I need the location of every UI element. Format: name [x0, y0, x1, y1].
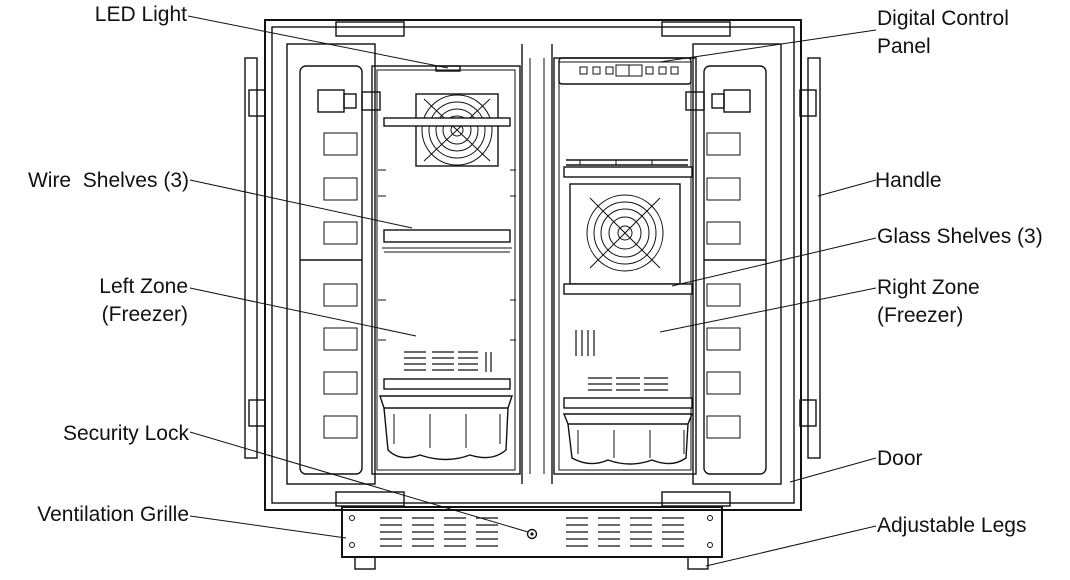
label-security-lock: Security Lock: [63, 422, 190, 445]
label-wire-shelves: Wire Shelves (3): [28, 169, 189, 192]
label-ventilation-grille: Ventilation Grille: [37, 503, 189, 526]
security-lock-keyhole: [526, 528, 538, 540]
right-handle: [799, 57, 821, 459]
adjustable-legs: [354, 556, 709, 570]
label-glass-shelves: Glass Shelves (3): [877, 225, 1043, 248]
label-door: Door: [877, 447, 923, 470]
leader-lines: [187, 15, 877, 567]
right-compartment: [553, 57, 697, 475]
left-door: [286, 43, 381, 485]
digital-control-panel: [558, 57, 692, 85]
label-led-light: LED Light: [95, 3, 187, 26]
label-right-zone-line1: Right Zone: [877, 276, 980, 299]
callout-labels: LED Light Digital Control Panel Wire She…: [28, 3, 1043, 537]
label-digital-control-panel-line1: Digital Control: [877, 7, 1009, 30]
left-compartment: [371, 65, 521, 475]
label-handle: Handle: [875, 169, 942, 192]
ventilation-grille: [341, 506, 723, 558]
label-digital-control-panel-line2: Panel: [877, 35, 931, 58]
cabinet-body: [264, 19, 802, 511]
label-adjustable-legs: Adjustable Legs: [877, 514, 1026, 537]
right-door: [685, 43, 782, 485]
label-left-zone-line1: Left Zone: [99, 275, 188, 298]
center-mullion: [521, 44, 553, 484]
left-handle: [244, 57, 266, 459]
label-right-zone-line2: (Freezer): [877, 304, 963, 327]
label-left-zone-line2: (Freezer): [102, 303, 188, 326]
